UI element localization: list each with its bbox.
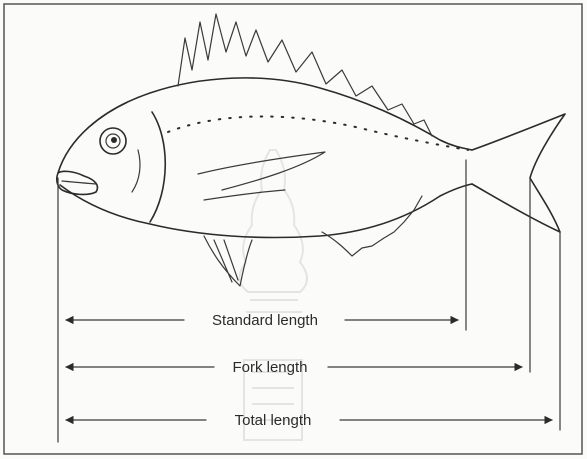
fish-lateral-line <box>168 116 468 150</box>
fish-drawing <box>57 14 565 286</box>
frame-border <box>4 4 582 454</box>
total-length-label: Total length <box>235 412 312 429</box>
standard-length-measure: Standard length <box>66 312 458 329</box>
fork-length-measure: Fork length <box>66 359 522 376</box>
fish-gill-cover <box>150 112 165 222</box>
fish-dorsal-fin <box>178 14 432 136</box>
fork-length-label: Fork length <box>232 359 307 376</box>
standard-length-label: Standard length <box>212 312 318 329</box>
total-length-measure: Total length <box>66 412 552 429</box>
fish-anal-fin <box>322 196 422 256</box>
fish-tail-fin <box>472 114 565 232</box>
